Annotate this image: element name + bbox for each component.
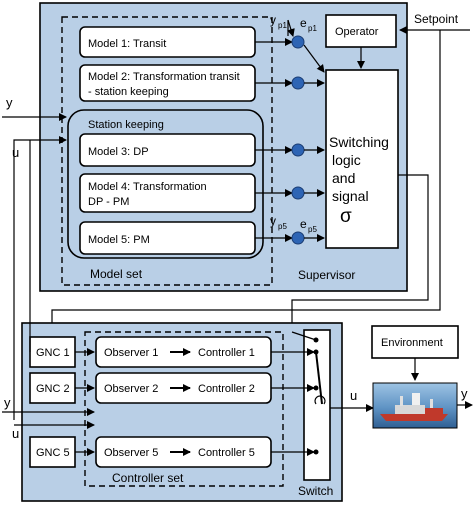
model-2-label-line2: - station keeping: [88, 86, 169, 98]
station-keeping-group: [67, 109, 264, 259]
sigma-output-line: [291, 174, 429, 332]
y-to-comparator-arrow: [287, 19, 295, 37]
environment-label: Environment: [381, 337, 443, 349]
gnc-5-label: GNC 5: [36, 447, 70, 459]
y-input-label-top: y: [6, 95, 13, 110]
u-input-label-bottom: u: [12, 426, 19, 441]
model-3-label: Model 3: DP: [88, 146, 149, 158]
error-1-arrow: [303, 44, 325, 73]
model-2-label-line1: Model 2: Transformation transit: [88, 71, 240, 83]
model-4-label-line1: Model 4: Transformation: [88, 181, 207, 193]
controller-5-label: Controller 5: [198, 447, 255, 459]
observer-1-label: Observer 1: [104, 347, 158, 359]
setpoint-label: Setpoint: [414, 12, 459, 26]
comparator-5-dot: [291, 231, 305, 245]
y-p5-label: y: [270, 214, 276, 228]
operator-label: Operator: [335, 26, 379, 38]
y-input-label-bottom: y: [4, 395, 11, 410]
comparator-2-dot: [291, 76, 305, 90]
model-1-label: Model 1: Transit: [88, 38, 166, 50]
controller-2-label: Controller 2: [198, 383, 255, 395]
model-set-label: Model set: [90, 267, 143, 281]
comparator-4-dot: [291, 186, 305, 200]
y-p1-label: y: [270, 13, 276, 27]
controller-1-label: Controller 1: [198, 347, 255, 359]
e-p1-label: e: [300, 16, 307, 30]
setpoint-to-controller-line: [48, 30, 441, 331]
switch-contact-2: [313, 385, 319, 391]
e-p1-subscript: p1: [308, 24, 317, 33]
model-4-label-line2: DP - PM: [88, 196, 129, 208]
u-output-label: u: [350, 388, 357, 403]
offshore-vessel-photo-icon: [372, 382, 458, 429]
gnc-5-box: [29, 436, 76, 468]
switch-label: Switch: [298, 484, 333, 498]
observer-2-label: Observer 2: [104, 383, 158, 395]
supervisor-label: Supervisor: [298, 268, 355, 282]
y-output-label: y: [461, 386, 468, 401]
y-p5-subscript: p5: [278, 222, 287, 231]
sigma-symbol: σ: [340, 206, 352, 227]
e-p5-subscript: p5: [308, 225, 317, 234]
gnc-1-label: GNC 1: [36, 347, 70, 359]
comparator-3-dot: [291, 143, 305, 157]
station-keeping-label: Station keeping: [88, 119, 164, 131]
observer-5-label: Observer 5: [104, 447, 158, 459]
switch-contact-5: [313, 449, 319, 455]
u-input-arrow-top: [13, 136, 67, 420]
e-p5-label: e: [300, 217, 307, 231]
u-input-label-top: u: [12, 145, 19, 160]
gnc-2-box: [29, 372, 76, 404]
switching-line-2: logic: [332, 152, 361, 168]
gnc-2-label: GNC 2: [36, 383, 70, 395]
switching-line-4: signal: [332, 188, 369, 204]
controller-set-frame: [84, 331, 284, 487]
environment-box: [371, 325, 459, 359]
comparator-1-dot: [291, 35, 305, 49]
switch-lever: [315, 351, 323, 405]
model-5-label: Model 5: PM: [88, 234, 150, 246]
switching-line-3: and: [332, 170, 355, 186]
switch-pivot: [314, 395, 326, 405]
model-set-frame: [61, 16, 273, 286]
y-p1-subscript: p1: [278, 21, 287, 30]
switching-line-1: Switching: [329, 134, 389, 150]
controller-set-label: Controller set: [112, 471, 184, 485]
sigma-to-switch-line: [291, 331, 317, 341]
switching-logic-box: [325, 69, 399, 249]
